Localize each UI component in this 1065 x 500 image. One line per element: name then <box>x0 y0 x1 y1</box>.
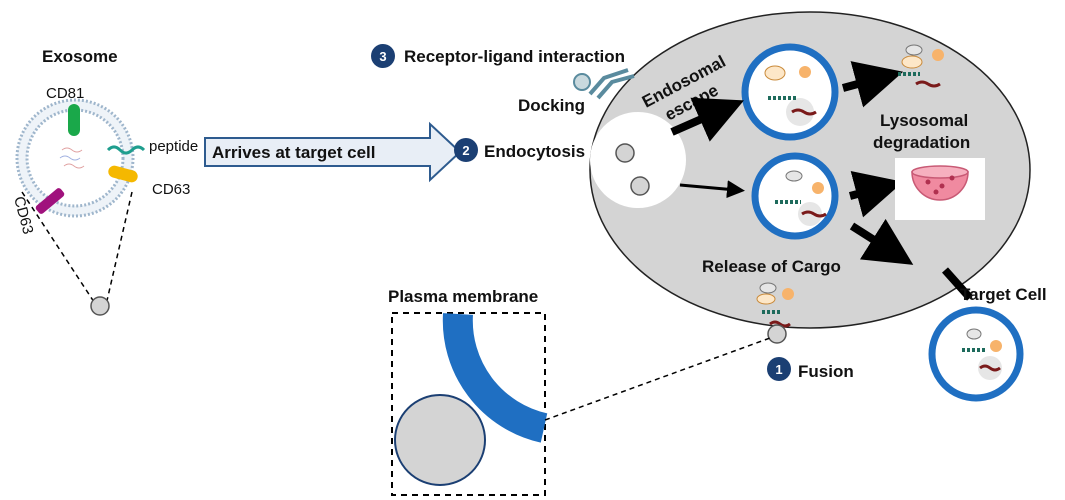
zoom-line-right <box>105 191 133 306</box>
cd81-protein <box>68 104 80 136</box>
endocytic-pocket <box>590 112 686 208</box>
arrives-arrow <box>204 121 462 183</box>
arrow-to-lysosome <box>848 170 904 218</box>
docking-label: Docking <box>518 96 585 115</box>
exosome-vesicle <box>15 98 135 218</box>
exosome-title: Exosome <box>42 47 118 66</box>
inset-exosome <box>394 394 486 486</box>
zoom-line-left <box>21 191 97 306</box>
lysosomal-label-1: Lysosomal <box>880 111 968 130</box>
arrow-to-target-cell <box>942 267 973 301</box>
lysosomal-label-2: degradation <box>873 133 970 152</box>
target-cell-vesicle <box>928 306 1024 402</box>
peptide-chain <box>106 145 146 155</box>
cd63-protein-magenta <box>35 188 65 214</box>
receptor-ligand-icon <box>573 68 635 100</box>
internalized-exosome-2 <box>630 176 650 196</box>
cd63-label-left: CD63 <box>10 195 36 236</box>
step-badge-3 <box>371 44 395 68</box>
step-badge-1 <box>767 357 791 381</box>
inset-zoom-line <box>544 337 771 421</box>
release-of-cargo-label: Release of Cargo <box>702 257 841 276</box>
fusion-label: Fusion <box>798 362 854 381</box>
plasma-membrane-label: Plasma membrane <box>388 287 538 306</box>
cd63-label-right: CD63 <box>152 181 190 198</box>
endosome-bottom <box>751 152 839 240</box>
endocytosis-label: Endocytosis <box>484 142 585 161</box>
exosome-small <box>90 296 110 316</box>
arrives-label: Arrives at target cell <box>212 143 375 162</box>
endosome-top <box>741 43 839 141</box>
step-badge-2 <box>454 138 478 162</box>
internalized-exosome-1 <box>615 143 635 163</box>
cd63-protein-yellow <box>108 165 138 183</box>
step-number-2: 2 <box>462 143 469 158</box>
released-cargo-top <box>898 44 944 88</box>
lysosome-icon <box>911 165 969 201</box>
membrane-arc <box>442 313 548 443</box>
step-number-3: 3 <box>379 49 386 64</box>
target-cell-label: Target Cell <box>960 285 1047 304</box>
peptide-label: peptide <box>149 138 198 155</box>
arrow-endosome-release <box>841 61 904 108</box>
arrow-to-endosome <box>679 180 745 199</box>
fusing-exosome <box>767 324 787 344</box>
cd81-label: CD81 <box>46 85 84 102</box>
released-cargo-bottom <box>756 282 794 328</box>
arrow-to-cargo-release <box>849 218 914 265</box>
receptor-ligand-label: Receptor-ligand interaction <box>404 47 625 66</box>
arrow-to-endosomal-escape <box>670 97 744 142</box>
step-number-1: 1 <box>775 362 782 377</box>
